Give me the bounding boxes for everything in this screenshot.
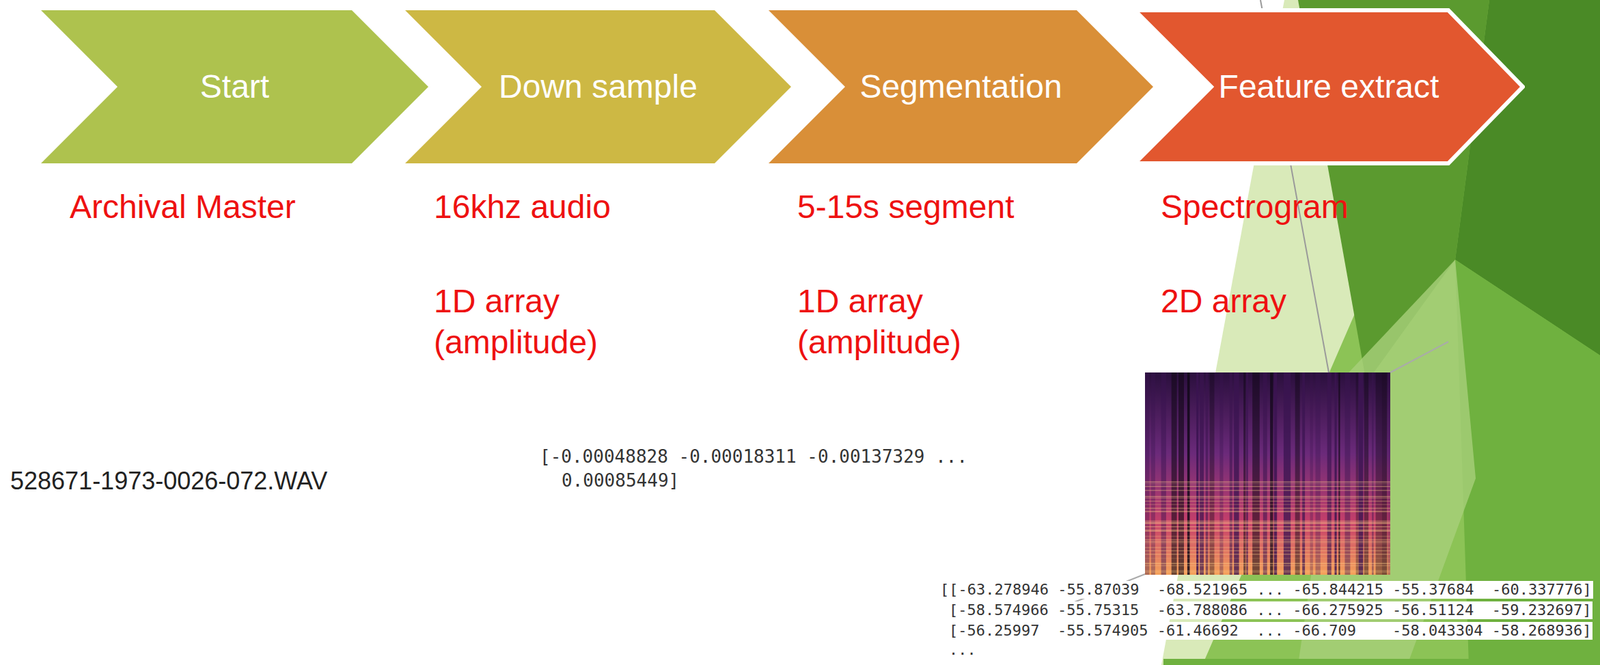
array-line: 0.00085449] [561,470,680,492]
spectrogram-image [1145,372,1391,575]
data-shape: 1D array (amplitude) [433,280,639,363]
downsample-chevron: Down sample [405,10,792,164]
data-shape: 2D array [1160,280,1287,322]
matrix-row: [-58.574966 -55.75315 -63.788086 ... -66… [947,601,1593,619]
start-chevron: Start [40,10,429,164]
matrix-row: ... [947,640,978,659]
stage-output: Spectrogram [1160,186,1349,228]
file-name: 528671-1973-0026-072.WAV [10,465,328,496]
matrix-row: [[-63.278946 -55.87039 -68.521965 ... -6… [938,580,1594,599]
stage-output: Archival Master [69,186,296,228]
step-title: Start [200,66,270,107]
array-line: [-0.00048828 -0.00018311 -0.00137329 ... [539,446,968,468]
feature-extract-chevron: Feature extract [1132,8,1525,166]
segmentation-chevron: Segmentation [768,10,1154,164]
bottom-bar [1163,658,1600,665]
stage-output: 5-15s segment [797,186,1015,228]
stage-output: 16khz audio [433,186,611,228]
step-title: Down sample [498,66,698,107]
step-title: Feature extract [1218,66,1440,107]
matrix-row: [-56.25997 -55.574905 -61.46692 ... -66.… [947,621,1593,640]
step-title: Segmentation [859,66,1062,107]
data-shape: 1D array (amplitude) [797,280,1003,363]
leader-line [1390,341,1449,373]
